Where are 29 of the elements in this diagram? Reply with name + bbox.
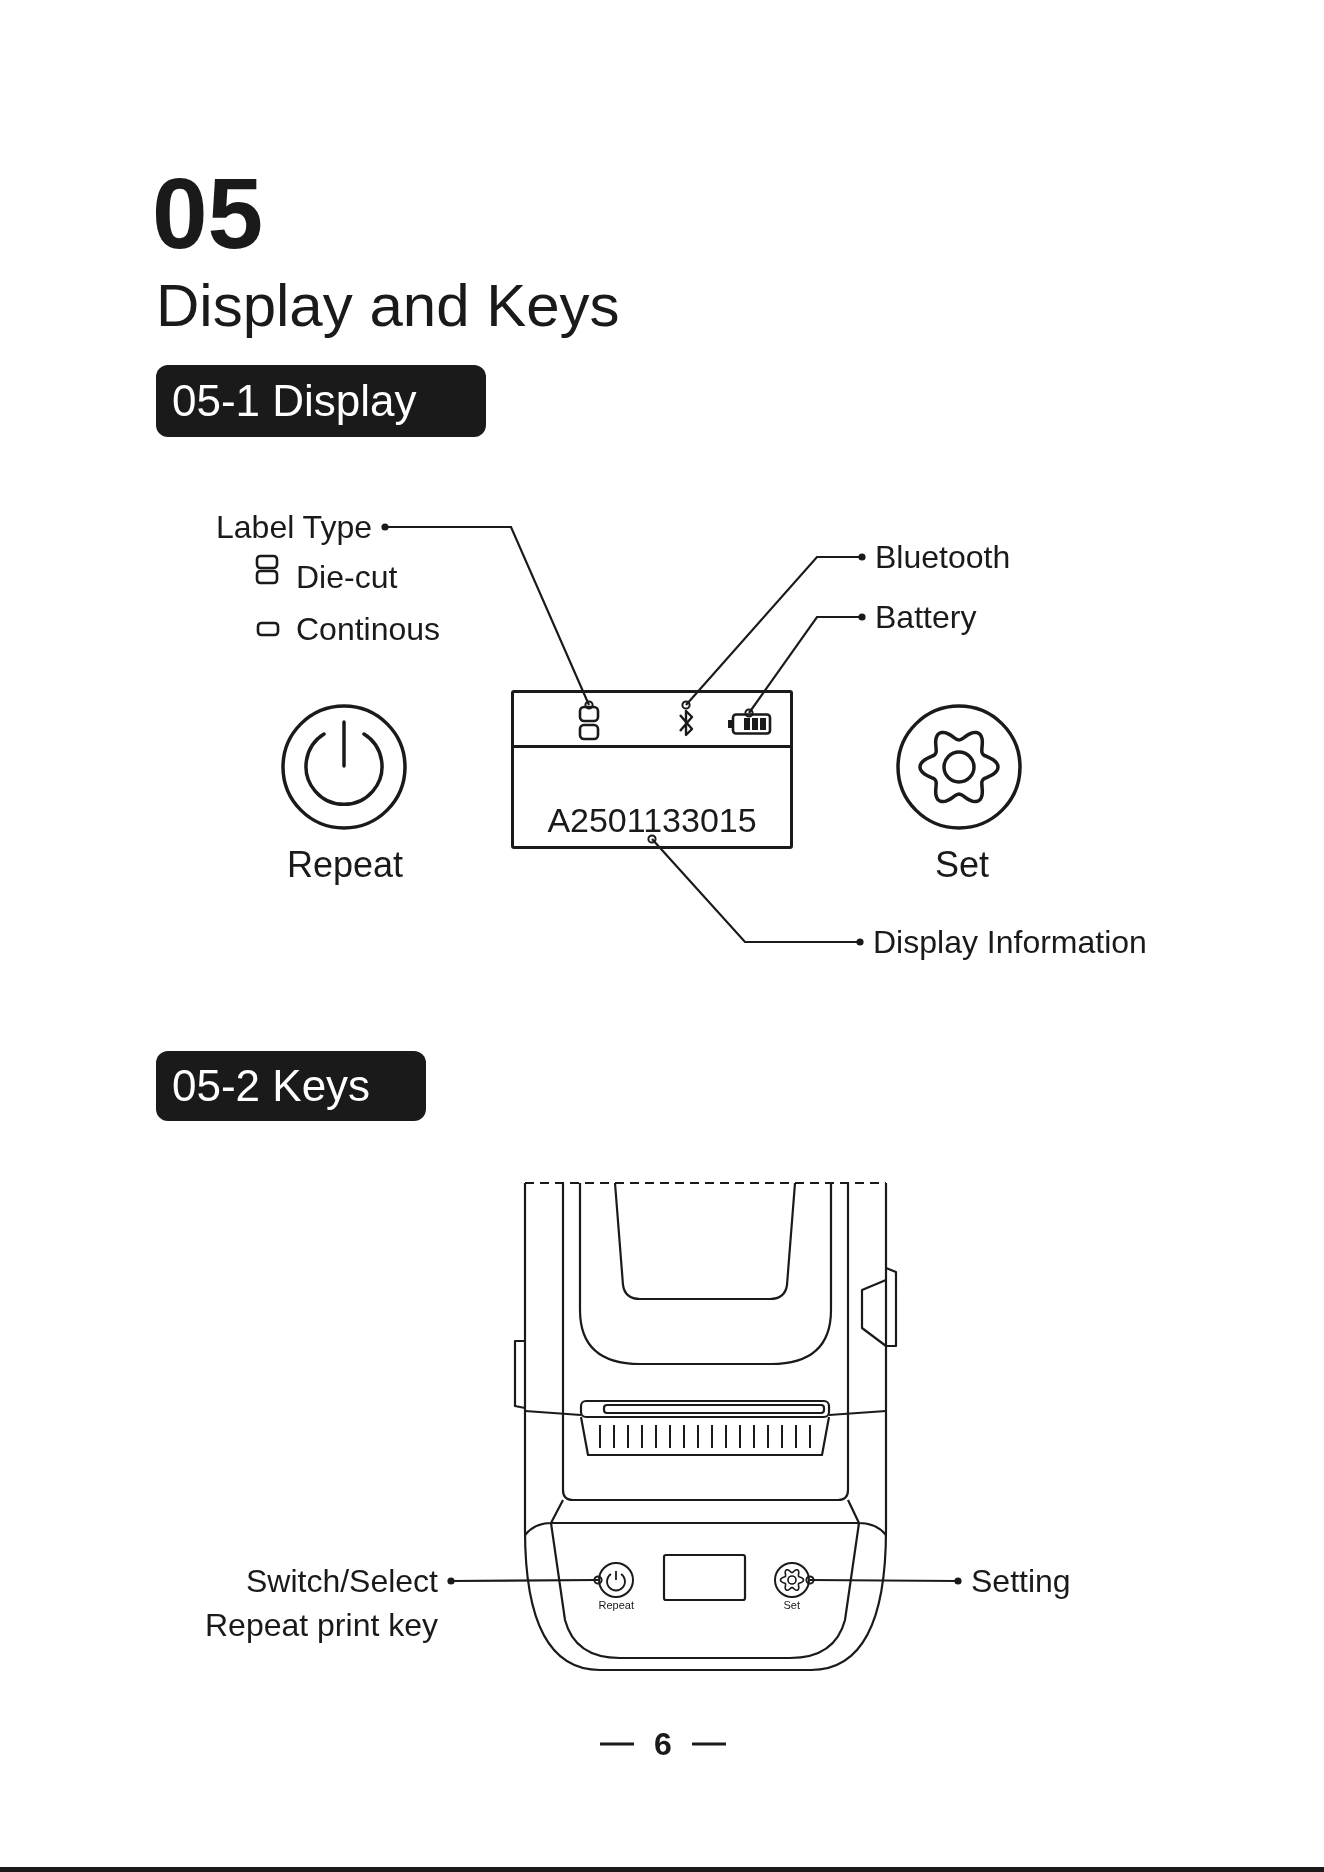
battery-icon bbox=[728, 713, 770, 735]
leader-line bbox=[744, 613, 866, 718]
label-type-icon bbox=[578, 705, 600, 741]
key-caption: Repeat bbox=[287, 845, 404, 885]
callout-label: Setting bbox=[958, 1561, 1071, 1601]
power-button bbox=[598, 1562, 634, 1598]
key-caption: Set bbox=[783, 1599, 800, 1612]
callout-label: Bluetooth bbox=[862, 537, 1011, 577]
callout-label: Label Type bbox=[216, 507, 385, 547]
serial-number: A2501133015 bbox=[514, 801, 790, 839]
leader-line bbox=[447, 1575, 603, 1585]
leader-line bbox=[647, 834, 864, 946]
chapter-number: 05 bbox=[152, 158, 264, 268]
section-heading-badge: 05-1 Display bbox=[156, 365, 486, 437]
key-caption: Set bbox=[935, 845, 990, 885]
callout-label: Switch/Select Repeat print key bbox=[150, 1559, 451, 1647]
key-caption: Repeat bbox=[598, 1599, 634, 1612]
page-title: Display and Keys bbox=[156, 271, 620, 341]
label-type-option: Die-cut bbox=[296, 557, 398, 597]
callout-label: Display Information bbox=[860, 922, 1147, 962]
callout-label: Battery bbox=[862, 597, 977, 637]
label-type-option: Continous bbox=[296, 609, 441, 649]
settings-button bbox=[774, 1562, 810, 1598]
display-screen bbox=[511, 690, 793, 849]
leader-line bbox=[381, 523, 594, 710]
leader-line bbox=[805, 1575, 962, 1585]
section-heading-badge: 05-2 Keys bbox=[156, 1051, 426, 1121]
leader-line bbox=[681, 553, 866, 710]
page-number: 6 bbox=[654, 1725, 672, 1764]
